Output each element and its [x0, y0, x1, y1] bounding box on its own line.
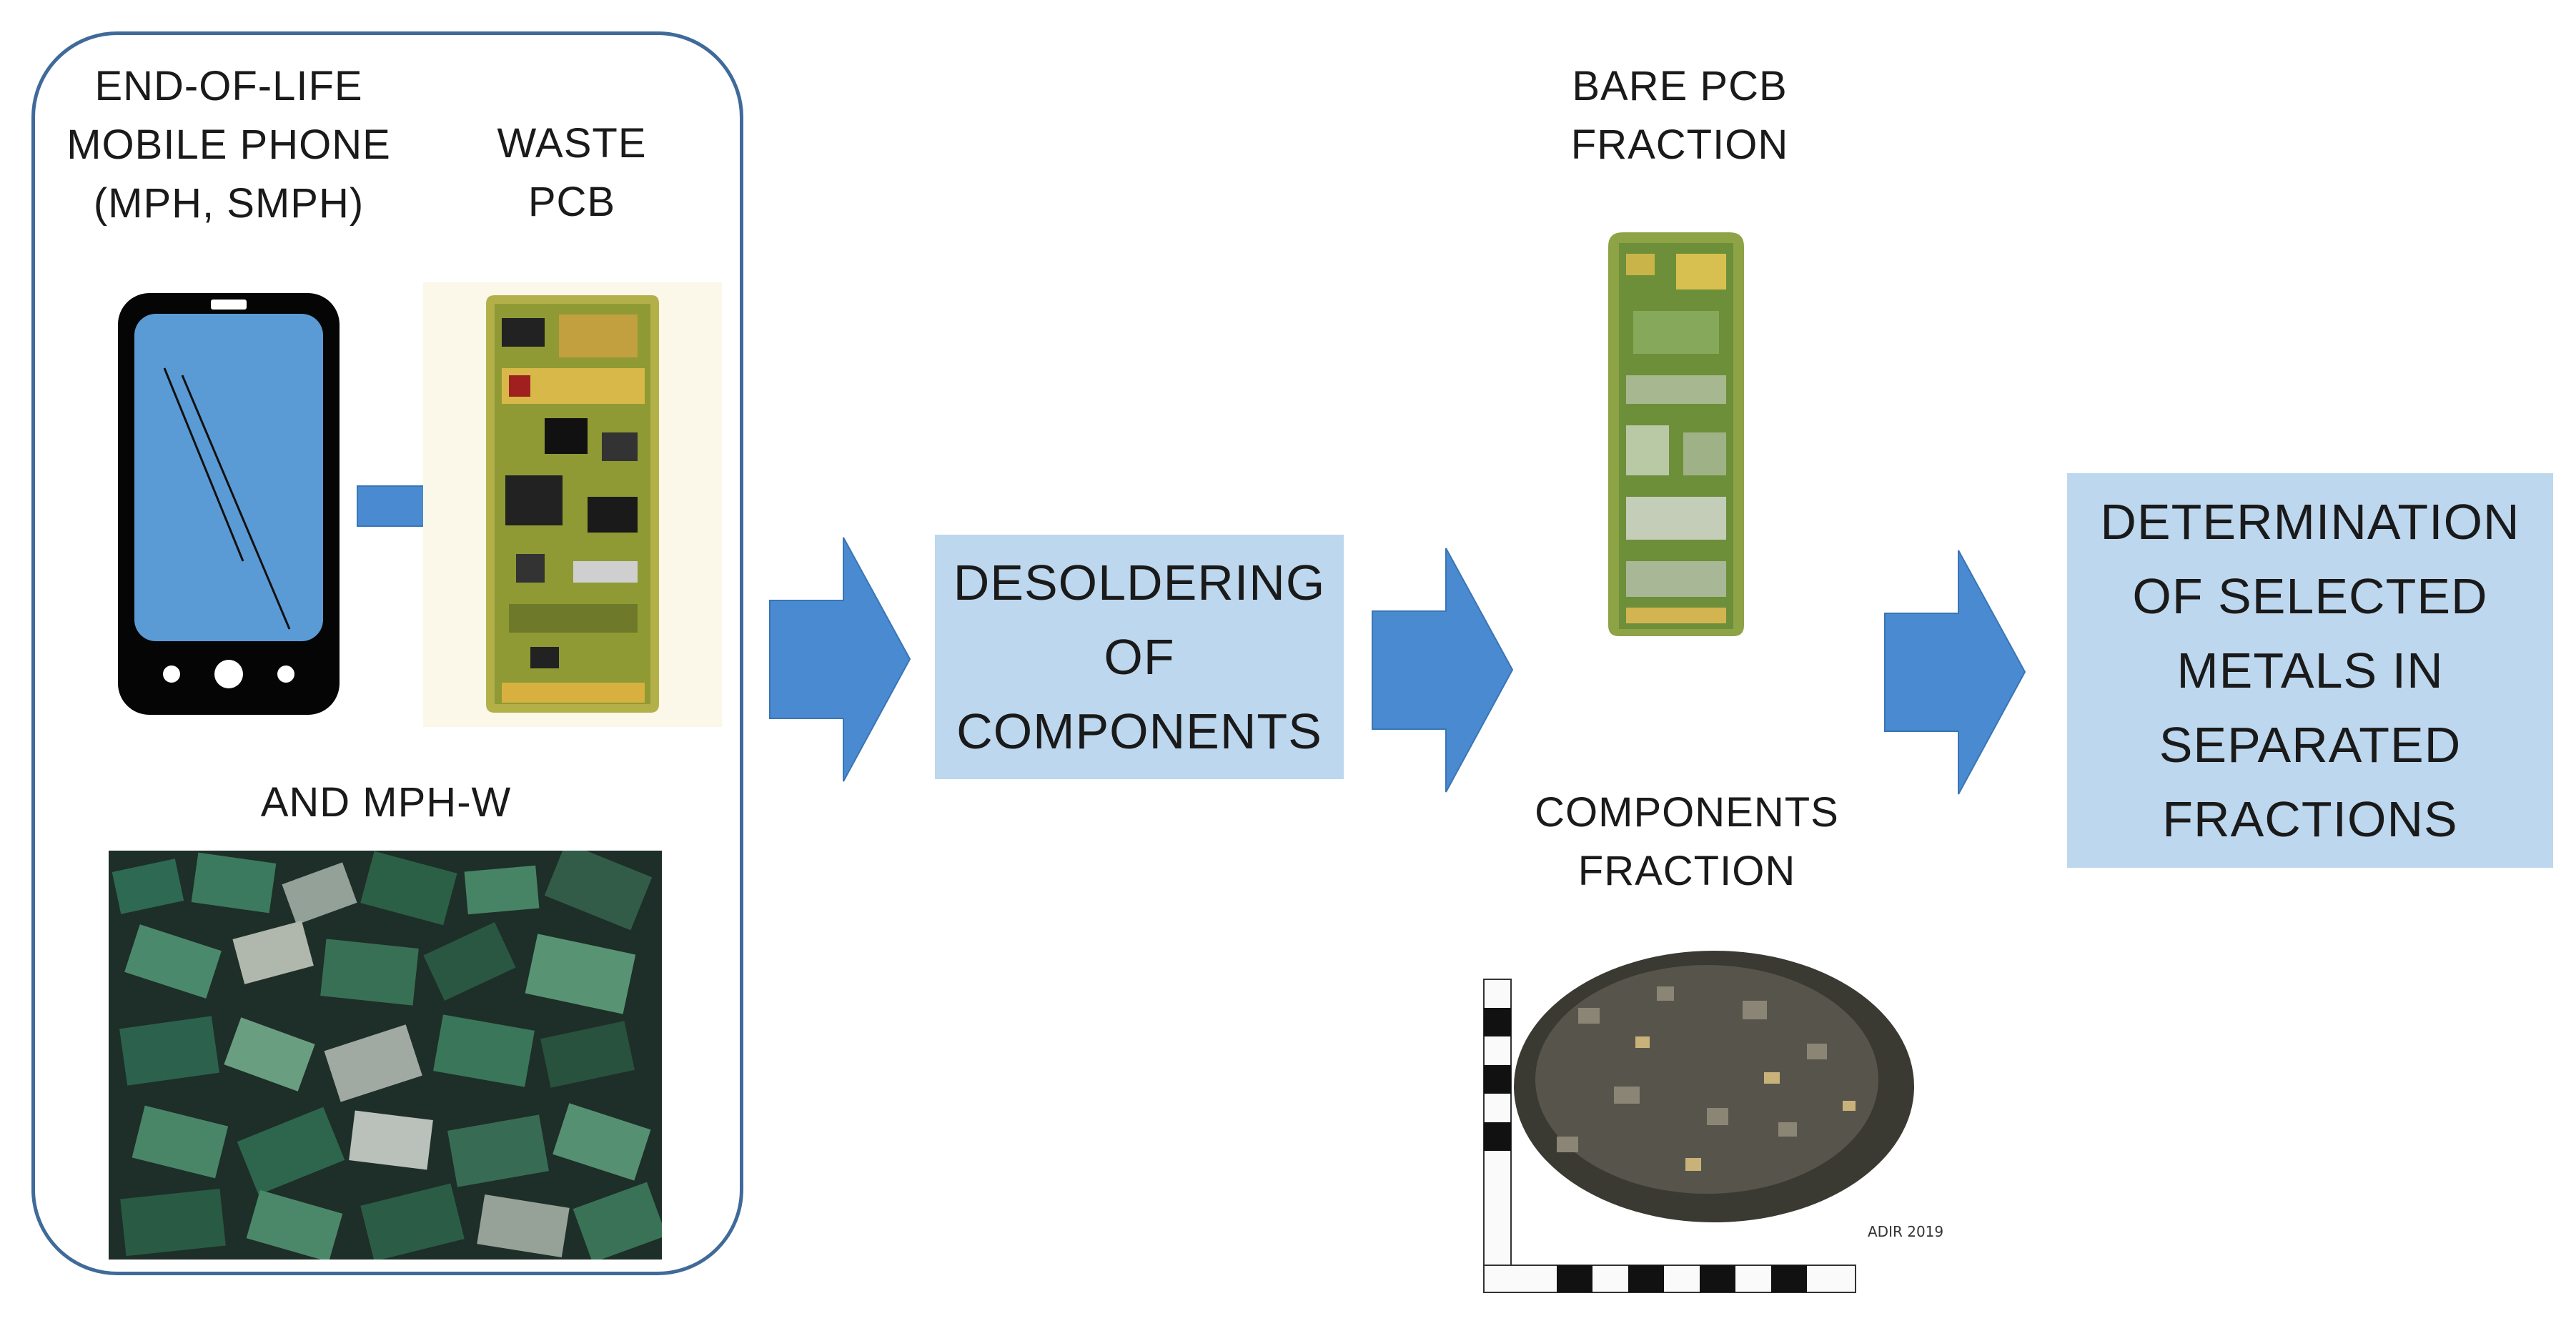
phone-label-line-1: END-OF-LIFE — [94, 63, 363, 109]
components-label: COMPONENTS FRACTION — [1515, 783, 1858, 901]
components-label-line-1: COMPONENTS — [1535, 789, 1839, 836]
right-arrow-icon — [1372, 548, 1514, 793]
components-pile-image: ADIR 2019 — [1471, 922, 1943, 1322]
bare-pcb-label: BARE PCB FRACTION — [1537, 57, 1823, 174]
right-arrow-icon — [1884, 550, 2026, 795]
waste-pcb-label-line-2: PCB — [527, 179, 616, 225]
mph-w-label-line-1: AND MPH-W — [260, 779, 512, 826]
bare-pcb-label-line-1: BARE PCB — [1572, 63, 1788, 109]
determination-line-4: SEPARATED — [2159, 717, 2462, 773]
determination-line-5: FRACTIONS — [2162, 791, 2458, 847]
waste-pcb-pile-image — [109, 851, 662, 1260]
desoldering-line-3: COMPONENTS — [956, 703, 1322, 759]
determination-line-1: DETERMINATION — [2100, 494, 2520, 550]
mph-w-label: AND MPH-W — [214, 773, 558, 832]
waste-pcb-label-line-1: WASTE — [497, 120, 647, 167]
mobile-phone-icon — [118, 293, 340, 715]
determination-line-3: METALS IN — [2176, 643, 2444, 698]
photo-mark: ADIR 2019 — [1868, 1223, 1943, 1240]
bare-pcb-image — [1597, 225, 1755, 640]
phone-label-line-2: MOBILE PHONE — [66, 122, 391, 168]
right-arrow-icon — [769, 537, 911, 782]
determination-line-2: OF SELECTED — [2132, 568, 2488, 624]
determination-box: DETERMINATION OF SELECTED METALS IN SEPA… — [2067, 473, 2553, 868]
phone-label-line-3: (MPH, SMPH) — [93, 180, 365, 227]
desoldering-line-1: DESOLDERING — [953, 555, 1326, 610]
waste-pcb-label: WASTE PCB — [465, 114, 679, 232]
phone-label: END-OF-LIFE MOBILE PHONE (MPH, SMPH) — [43, 57, 415, 233]
desoldering-box: DESOLDERING OF COMPONENTS — [935, 535, 1344, 779]
desoldering-line-2: OF — [1104, 629, 1175, 685]
components-label-line-2: FRACTION — [1577, 848, 1796, 894]
waste-pcb-image — [423, 282, 722, 727]
bare-pcb-label-line-2: FRACTION — [1570, 122, 1789, 168]
